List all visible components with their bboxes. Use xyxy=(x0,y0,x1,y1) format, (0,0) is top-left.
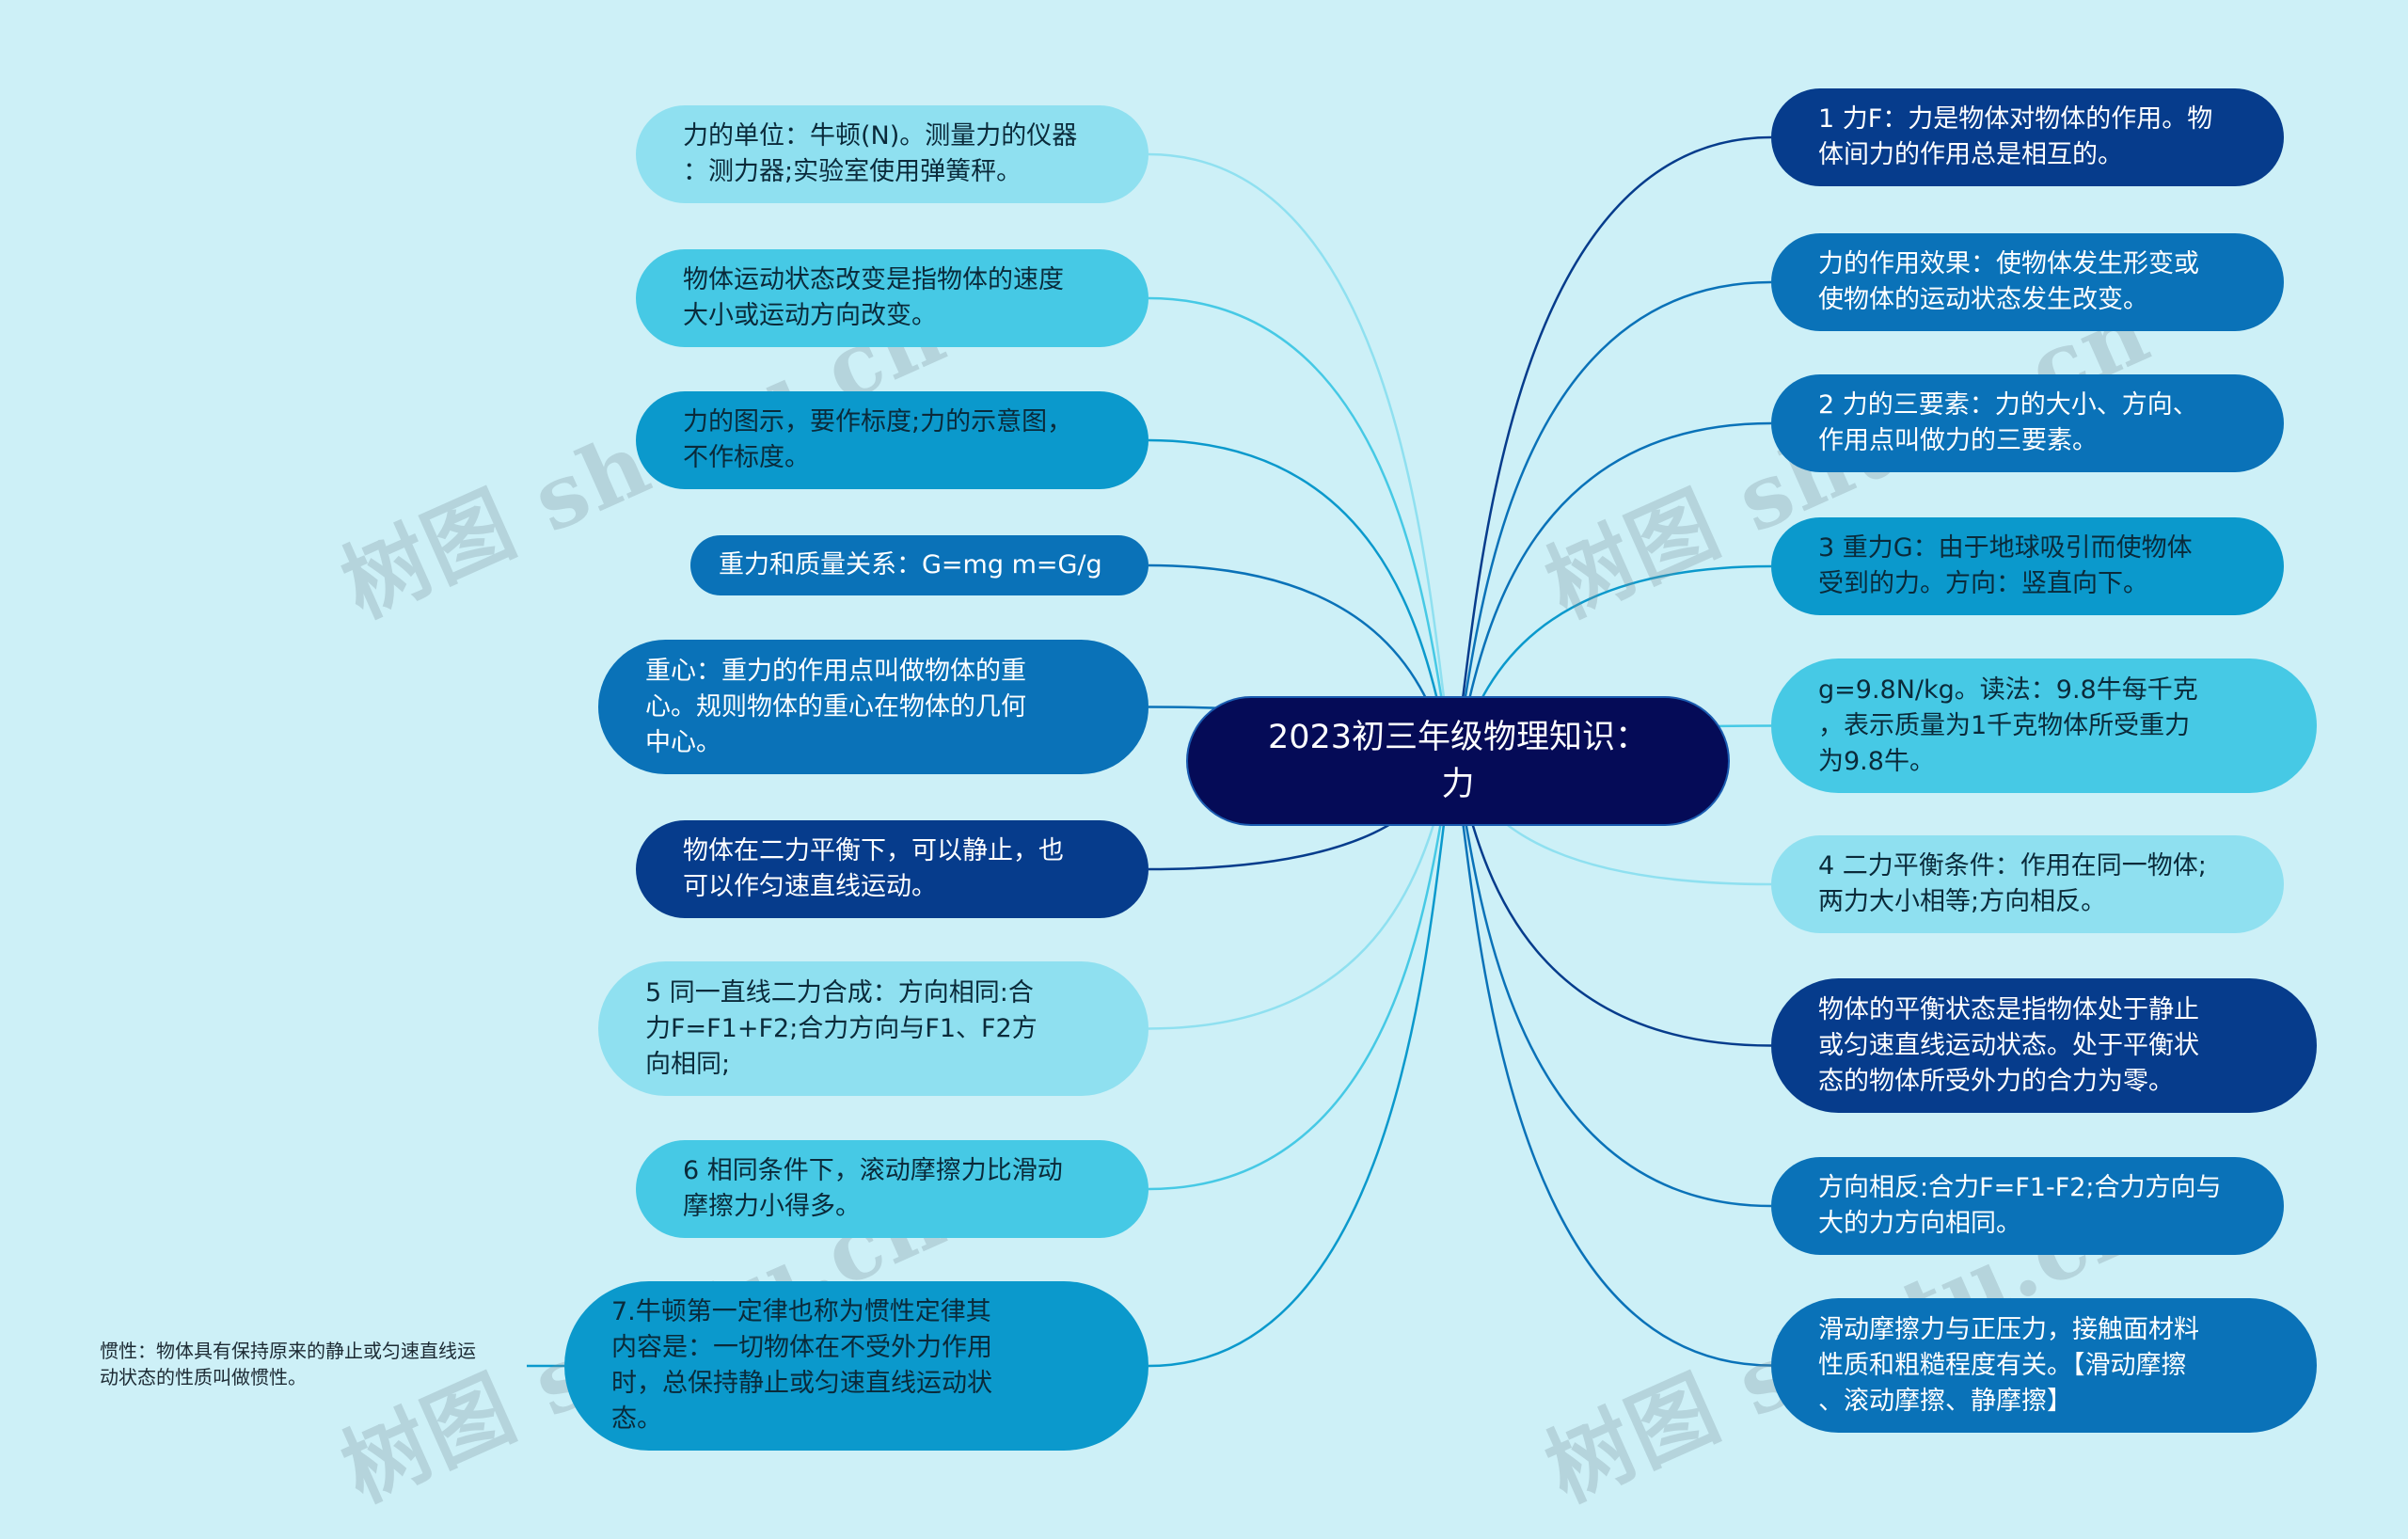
left-topic-7[interactable]: 5 同一直线二力合成：方向相同:合 力F=F1+F2;合力方向与F1、F2方 向… xyxy=(598,961,1149,1096)
left-topic-1[interactable]: 力的单位：牛顿(N)。测量力的仪器 ：测力器;实验室使用弹簧秤。 xyxy=(636,105,1149,203)
right-topic-label: 物体的平衡状态是指物体处于静止 或匀速直线运动状态。处于平衡状 态的物体所受外力… xyxy=(1818,994,2199,1096)
right-topic-2[interactable]: 力的作用效果：使物体发生形变或 使物体的运动状态发生改变。 xyxy=(1771,233,2284,331)
left-topic-label: 重心：重力的作用点叫做物体的重 心。规则物体的重心在物体的几何 中心。 xyxy=(645,656,1026,757)
root-topic[interactable]: 2023初三年级物理知识： 力 xyxy=(1186,696,1730,826)
right-topic-4[interactable]: 3 重力G：由于地球吸引而使物体 受到的力。方向：竖直向下。 xyxy=(1771,517,2284,615)
connector-left-1 xyxy=(1148,152,1455,762)
root-topic-label: 2023初三年级物理知识： 力 xyxy=(1267,719,1649,803)
right-topic-label: 3 重力G：由于地球吸引而使物体 受到的力。方向：竖直向下。 xyxy=(1818,533,2193,598)
right-topic-5[interactable]: g=9.8N/kg。读法：9.8牛每千克 ，表示质量为1千克物体所受重力 为9.… xyxy=(1771,658,2317,793)
right-topic-label: 2 力的三要素：力的大小、方向、 作用点叫做力的三要素。 xyxy=(1818,390,2198,455)
right-topic-9[interactable]: 滑动摩擦力与正压力，接触面材料 性质和粗糙程度有关。【滑动摩擦 、滚动摩擦、静摩… xyxy=(1771,1298,2317,1433)
right-topic-8[interactable]: 方向相反:合力F=F1-F2;合力方向与 大的力方向相同。 xyxy=(1771,1157,2284,1255)
left-leaf-note: 惯性：物体具有保持原来的静止或匀速直线运 动状态的性质叫做惯性。 xyxy=(100,1340,476,1388)
right-topic-label: 1 力F：力是物体对物体的作用。物 体间力的作用总是相互的。 xyxy=(1818,104,2213,169)
left-topic-label: 重力和质量关系：G=mg m=G/g xyxy=(719,550,1102,579)
connector-right-2 xyxy=(1451,280,1772,762)
right-topic-1[interactable]: 1 力F：力是物体对物体的作用。物 体间力的作用总是相互的。 xyxy=(1771,88,2284,186)
left-topic-8[interactable]: 6 相同条件下，滚动摩擦力比滑动 摩擦力小得多。 xyxy=(636,1140,1149,1238)
right-topic-7[interactable]: 物体的平衡状态是指物体处于静止 或匀速直线运动状态。处于平衡状 态的物体所受外力… xyxy=(1771,978,2317,1113)
connector-right-8 xyxy=(1451,760,1772,1208)
connector-right-9 xyxy=(1451,760,1772,1367)
left-topic-label: 力的图示，要作标度;力的示意图， 不作标度。 xyxy=(683,407,1073,472)
left-topic-4[interactable]: 重力和质量关系：G=mg m=G/g xyxy=(690,535,1149,595)
right-topic-3[interactable]: 2 力的三要素：力的大小、方向、 作用点叫做力的三要素。 xyxy=(1771,374,2284,472)
connector-left-2 xyxy=(1148,296,1455,762)
left-topic-5[interactable]: 重心：重力的作用点叫做物体的重 心。规则物体的重心在物体的几何 中心。 xyxy=(598,640,1149,774)
left-topic-label: 6 相同条件下，滚动摩擦力比滑动 摩擦力小得多。 xyxy=(683,1156,1063,1221)
right-topic-label: g=9.8N/kg。读法：9.8牛每千克 ，表示质量为1千克物体所受重力 为9.… xyxy=(1818,674,2198,776)
connector-left-9 xyxy=(1148,760,1455,1368)
left-topic-2[interactable]: 物体运动状态改变是指物体的速度 大小或运动方向改变。 xyxy=(636,249,1149,347)
right-topic-label: 力的作用效果：使物体发生形变或 使物体的运动状态发生改变。 xyxy=(1818,249,2199,314)
left-topic-label: 物体在二力平衡下，可以静止，也 可以作匀速直线运动。 xyxy=(683,836,1064,901)
left-topic-label: 力的单位：牛顿(N)。测量力的仪器 ：测力器;实验室使用弹簧秤。 xyxy=(683,121,1078,186)
connector-right-1 xyxy=(1451,135,1772,762)
right-topic-label: 4 二力平衡条件：作用在同一物体; 两力大小相等;方向相反。 xyxy=(1818,851,2207,916)
right-topic-6[interactable]: 4 二力平衡条件：作用在同一物体; 两力大小相等;方向相反。 xyxy=(1771,835,2284,933)
left-topic-label: 7.牛顿第一定律也称为惯性定律其 内容是：一切物体在不受外力作用 时，总保持静止… xyxy=(611,1297,992,1434)
left-topic-6[interactable]: 物体在二力平衡下，可以静止，也 可以作匀速直线运动。 xyxy=(636,820,1149,918)
left-topic-label: 5 同一直线二力合成：方向相同:合 力F=F1+F2;合力方向与F1、F2方 向… xyxy=(645,977,1038,1079)
left-topic-3[interactable]: 力的图示，要作标度;力的示意图， 不作标度。 xyxy=(636,391,1149,489)
right-topic-label: 方向相反:合力F=F1-F2;合力方向与 大的力方向相同。 xyxy=(1818,1173,2222,1238)
left-topic-label: 物体运动状态改变是指物体的速度 大小或运动方向改变。 xyxy=(683,265,1064,330)
left-topic-9[interactable]: 7.牛顿第一定律也称为惯性定律其 内容是：一切物体在不受外力作用 时，总保持静止… xyxy=(564,1281,1149,1451)
right-topic-label: 滑动摩擦力与正压力，接触面材料 性质和粗糙程度有关。【滑动摩擦 、滚动摩擦、静摩… xyxy=(1818,1314,2199,1416)
